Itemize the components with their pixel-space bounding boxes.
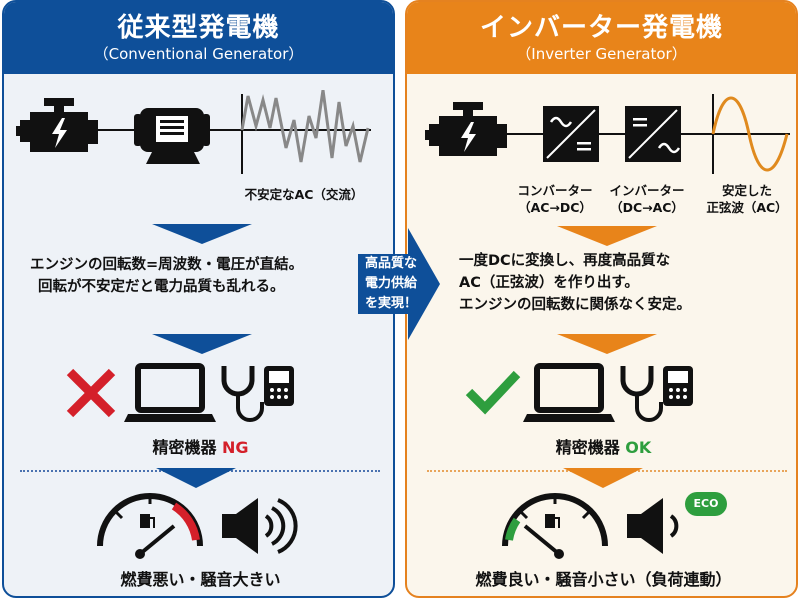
inverter-icon: [625, 106, 681, 162]
inverter-title: インバーター発電機: [479, 13, 723, 43]
cross-icon: [66, 368, 116, 418]
inverter-caption: インバーター （DC→AC）: [609, 183, 685, 215]
motor-generator-icon: [134, 108, 210, 164]
conventional-explanation: エンジンの回転数=周波数・電圧が直結。 回転が不安定だと電力品質も乱れる。: [30, 254, 380, 298]
speaker-loud-icon: [222, 498, 298, 554]
precision-devices-ok: [465, 363, 693, 422]
conventional-title: 従来型発電機: [117, 13, 280, 43]
engine-icon: [425, 102, 507, 156]
explanation-line-2: AC（正弦波）を作り出す。: [459, 275, 639, 291]
converter-caption: コンバーター （AC→DC）: [517, 183, 593, 215]
laptop-icon: [523, 363, 615, 422]
laptop-icon: [124, 363, 216, 422]
fuel-gauge-low-icon: [502, 493, 608, 559]
precision-devices-label: 精密機器 NG: [152, 438, 249, 457]
status-ok: OK: [625, 438, 652, 457]
flow-arrow-2: [152, 334, 252, 354]
inverter-explanation: 一度DCに変換し、再度高品質な AC（正弦波）を作り出す。 エンジンの回転数に関…: [459, 250, 796, 316]
conventional-power-diagram: [16, 90, 371, 174]
converter-icon: [543, 106, 599, 162]
medical-monitor-icon: [221, 366, 294, 422]
efficiency-icons-good: [502, 493, 679, 559]
unstable-waveform: [240, 90, 370, 174]
right-arrow-icon: [358, 228, 440, 340]
flow-arrow-1: [152, 224, 252, 244]
explanation-line-2: 回転が不安定だと電力品質も乱れる。: [38, 279, 285, 295]
conventional-subtitle: （Conventional Generator）: [93, 45, 304, 63]
explanation-line-1: エンジンの回転数=周波数・電圧が直結。: [30, 257, 304, 273]
conventional-generator-panel: 従来型発電機 （Conventional Generator）: [2, 0, 395, 598]
inverter-generator-panel: インバーター発電機 （Inverter Generator）: [405, 0, 798, 598]
high-quality-power-badge: 高品質な 電力供給 を実現！: [358, 228, 440, 340]
flow-arrow-3: [156, 468, 236, 488]
flow-arrow-2: [557, 334, 657, 354]
efficiency-label-good: 燃費良い・騒音小さい（負荷連動）: [475, 570, 732, 589]
medical-monitor-icon: [620, 366, 693, 422]
status-ng: NG: [222, 438, 249, 457]
fuel-gauge-high-icon: [97, 493, 203, 559]
explanation-line-1: 一度DCに変換し、再度高品質な: [459, 253, 671, 269]
flow-arrow-1: [557, 226, 657, 246]
explanation-line-3: エンジンの回転数に関係なく安定。: [459, 297, 691, 313]
check-icon: [465, 370, 521, 415]
eco-badge: ECO: [685, 492, 727, 516]
badge-text: 高品質な 電力供給 を実現！: [364, 256, 417, 311]
engine-icon: [16, 98, 98, 152]
unstable-ac-caption: 不安定なAC（交流）: [244, 187, 364, 202]
precision-devices-label: 精密機器 OK: [555, 438, 652, 457]
sine-waveform: [711, 94, 789, 174]
precision-devices-ng: [66, 363, 294, 422]
inverter-power-diagram: [425, 94, 790, 174]
speaker-quiet-icon: [627, 498, 679, 554]
flow-arrow-3: [563, 468, 643, 488]
stable-sine-caption: 安定した 正弦波（AC）: [706, 183, 788, 215]
conventional-header: 従来型発電機 （Conventional Generator）: [4, 2, 393, 74]
inverter-header: インバーター発電機 （Inverter Generator）: [407, 2, 796, 74]
efficiency-label-bad: 燃費悪い・騒音大きい: [120, 570, 281, 589]
efficiency-icons-bad: [97, 493, 298, 559]
inverter-subtitle: （Inverter Generator）: [516, 45, 687, 63]
